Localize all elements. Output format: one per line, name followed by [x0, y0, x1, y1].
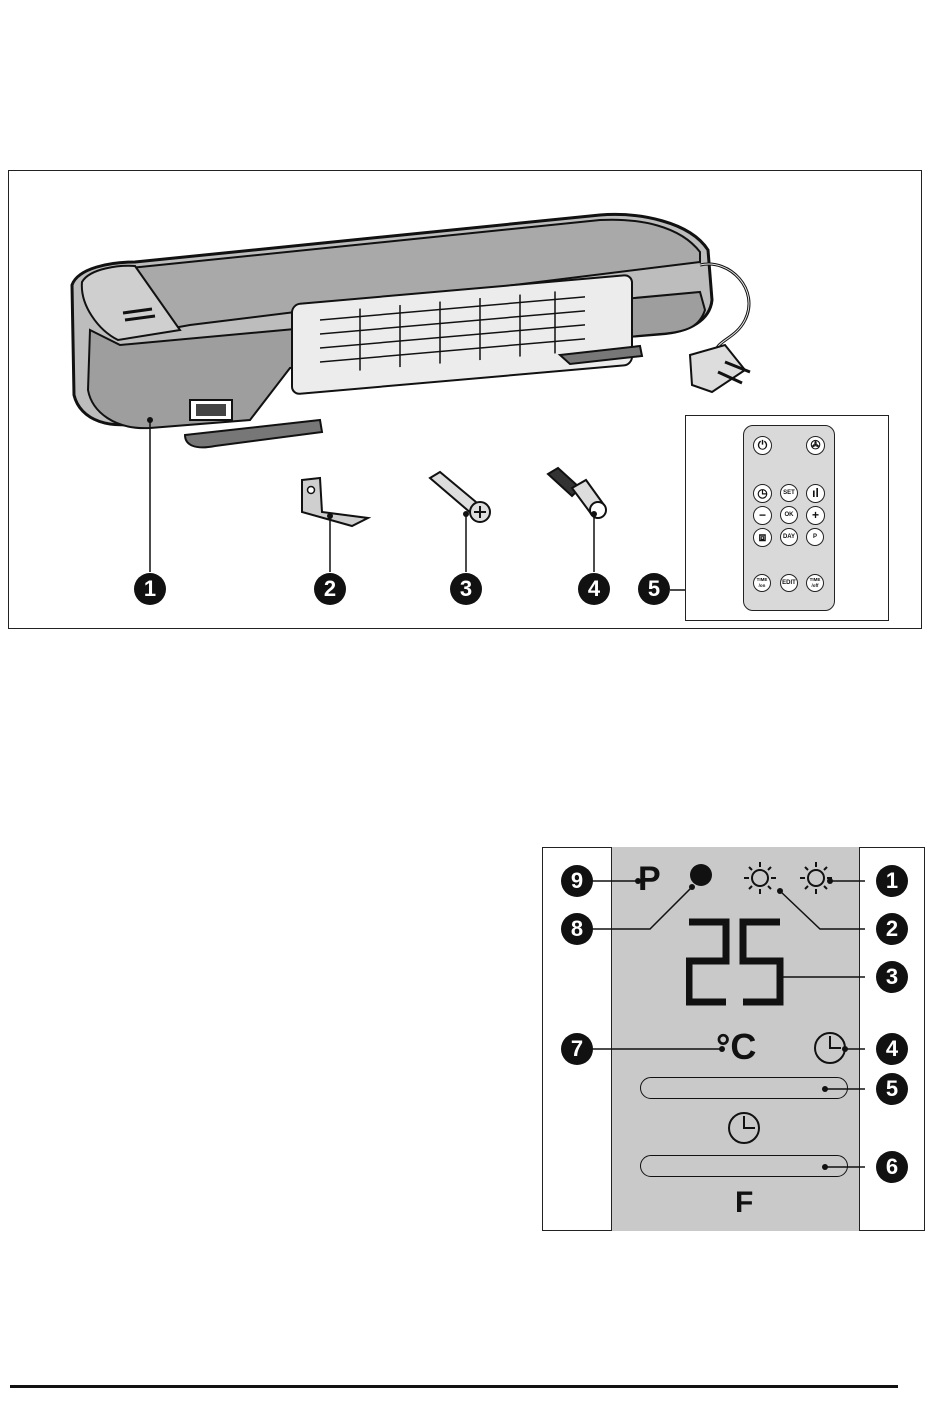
- panel-callout-7: 7: [561, 1033, 593, 1065]
- panel-callout-6: 6: [876, 1151, 908, 1183]
- power-icon[interactable]: ⏻: [753, 436, 772, 455]
- panel-callout-1: 1: [876, 865, 908, 897]
- panel-callout-5: 5: [876, 1073, 908, 1105]
- callout-2: 2: [314, 573, 346, 605]
- clock-icon[interactable]: ◷: [753, 484, 772, 503]
- time-on-button[interactable]: TIME /on: [753, 574, 771, 592]
- day-button[interactable]: DAY: [780, 528, 798, 546]
- fan-icon[interactable]: ✇: [806, 436, 825, 455]
- callout-1: 1: [134, 573, 166, 605]
- screw: [430, 472, 490, 522]
- window-icon[interactable]: ⧈: [753, 528, 772, 547]
- callout-5: 5: [638, 573, 670, 605]
- ok-button[interactable]: OK: [780, 506, 798, 524]
- callout-3: 3: [450, 573, 482, 605]
- p-button[interactable]: P: [806, 528, 824, 546]
- wall-bracket: [302, 478, 368, 526]
- wall-anchor: [548, 468, 606, 518]
- plus-button[interactable]: +: [806, 506, 825, 525]
- edit-button[interactable]: EDIT: [780, 574, 798, 592]
- set-button[interactable]: SET: [780, 484, 798, 502]
- panel-callout-8: 8: [561, 913, 593, 945]
- callout-4: 4: [578, 573, 610, 605]
- minus-button[interactable]: −: [753, 506, 772, 525]
- panel-callout-4: 4: [876, 1033, 908, 1065]
- panel-callout-3: 3: [876, 961, 908, 993]
- footer-rule: [10, 1385, 898, 1388]
- time-off-button[interactable]: TIME /off: [806, 574, 824, 592]
- power-plug: [690, 345, 750, 392]
- panel-callout-2: 2: [876, 913, 908, 945]
- remote-control: ⏻ ✇ ◷ SET ıl − OK + ⧈ DAY P TIME /on EDI…: [743, 425, 835, 611]
- signal-bars-icon[interactable]: ıl: [806, 484, 825, 503]
- panel-callout-9: 9: [561, 865, 593, 897]
